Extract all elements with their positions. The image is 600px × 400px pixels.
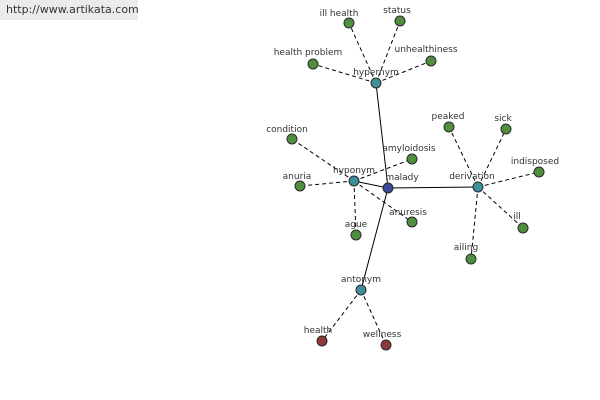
edge-hyponym-ague <box>353 180 357 236</box>
node-anuresis-label: anuresis <box>389 208 427 218</box>
node-ill-label: ill <box>513 212 521 222</box>
node-health-problem[interactable]: health problem <box>274 48 343 70</box>
edge-derivation-ailing <box>470 186 479 260</box>
node-malady[interactable]: malady <box>382 173 419 194</box>
edge-derivation-indisposed <box>477 171 540 188</box>
node-ague[interactable]: ague <box>345 220 368 241</box>
node-hyponym[interactable]: hyponym <box>333 166 375 187</box>
node-health-problem-marker[interactable] <box>307 58 319 70</box>
node-ague-label: ague <box>345 220 368 230</box>
node-peaked-marker[interactable] <box>443 121 455 133</box>
edge-hypernym-ill-health <box>348 22 377 84</box>
node-amyloidosis-label: amyloidosis <box>382 144 436 154</box>
node-anuria[interactable]: anuria <box>283 172 312 192</box>
source-url-link[interactable]: http://www.artikata.com <box>0 0 139 20</box>
node-unhealthiness-label: unhealthiness <box>394 45 457 55</box>
node-peaked[interactable]: peaked <box>432 112 465 133</box>
node-amyloidosis[interactable]: amyloidosis <box>382 144 436 165</box>
node-condition-marker[interactable] <box>286 133 298 145</box>
node-ague-marker[interactable] <box>350 229 362 241</box>
node-sick-marker[interactable] <box>500 123 512 135</box>
node-malady-marker[interactable] <box>382 182 394 194</box>
node-ill[interactable]: ill <box>513 212 529 234</box>
node-indisposed[interactable]: indisposed <box>511 157 559 178</box>
edge-antonym-health <box>321 289 362 342</box>
node-malady-label: malady <box>385 173 419 183</box>
node-anuresis-marker[interactable] <box>406 216 418 228</box>
node-ailing-marker[interactable] <box>465 253 477 265</box>
node-antonym[interactable]: antonym <box>341 275 381 296</box>
node-sick[interactable]: sick <box>494 114 512 135</box>
node-unhealthiness-marker[interactable] <box>425 55 437 67</box>
node-hyponym-label: hyponym <box>333 166 375 176</box>
edge-hypernym-health-problem <box>312 63 377 84</box>
edge-antonym-wellness <box>360 289 387 346</box>
node-derivation-marker[interactable] <box>472 181 484 193</box>
edge-derivation-sick <box>477 128 507 188</box>
node-ailing[interactable]: ailing <box>454 243 478 265</box>
node-status-label: status <box>383 6 411 16</box>
node-antonym-marker[interactable] <box>355 284 367 296</box>
nodes-layer: malady hypernym hyponym derivation antonym il… <box>266 6 559 351</box>
edges-layer <box>291 20 540 346</box>
node-ill-health-label: ill health <box>320 9 359 19</box>
node-wellness[interactable]: wellness <box>363 330 402 351</box>
node-health-marker[interactable] <box>316 335 328 347</box>
node-derivation-label: derivation <box>449 172 495 182</box>
node-wellness-label: wellness <box>363 330 402 340</box>
node-ill-marker[interactable] <box>517 222 529 234</box>
node-sick-label: sick <box>494 114 512 124</box>
node-indisposed-label: indisposed <box>511 157 559 167</box>
node-health-label: health <box>304 326 333 336</box>
edge-hyponym-amyloidosis <box>353 158 413 182</box>
node-status[interactable]: status <box>383 6 411 27</box>
node-derivation[interactable]: derivation <box>449 172 495 193</box>
node-anuria-marker[interactable] <box>294 180 306 192</box>
node-indisposed-marker[interactable] <box>533 166 545 178</box>
node-status-marker[interactable] <box>394 15 406 27</box>
edge-hyponym-condition <box>291 138 355 182</box>
node-hypernym-label: hypernym <box>353 68 399 78</box>
edge-hypernym-unhealthiness <box>375 60 432 84</box>
node-hypernym-marker[interactable] <box>370 77 382 89</box>
edge-hyponym-anuresis <box>353 180 413 223</box>
node-unhealthiness[interactable]: unhealthiness <box>394 45 458 67</box>
node-condition-label: condition <box>266 125 308 135</box>
node-ill-health[interactable]: ill health <box>320 9 359 29</box>
edge-malady-derivation <box>387 186 479 189</box>
node-antonym-label: antonym <box>341 275 381 285</box>
node-condition[interactable]: condition <box>266 125 308 145</box>
node-health[interactable]: health <box>304 326 333 347</box>
node-hyponym-marker[interactable] <box>348 175 360 187</box>
edge-hyponym-anuria <box>299 180 355 187</box>
edge-derivation-ill <box>477 186 524 229</box>
node-anuresis[interactable]: anuresis <box>389 208 427 228</box>
node-peaked-label: peaked <box>432 112 465 122</box>
edge-malady-antonym <box>360 187 389 291</box>
node-wellness-marker[interactable] <box>380 339 392 351</box>
node-health-problem-label: health problem <box>274 48 343 58</box>
node-ill-health-marker[interactable] <box>343 17 355 29</box>
node-amyloidosis-marker[interactable] <box>406 153 418 165</box>
node-hypernym[interactable]: hypernym <box>353 68 399 89</box>
edge-malady-hyponym <box>353 180 389 189</box>
node-anuria-label: anuria <box>283 172 312 182</box>
node-ailing-label: ailing <box>454 243 478 253</box>
edge-malady-hypernym <box>375 82 389 189</box>
